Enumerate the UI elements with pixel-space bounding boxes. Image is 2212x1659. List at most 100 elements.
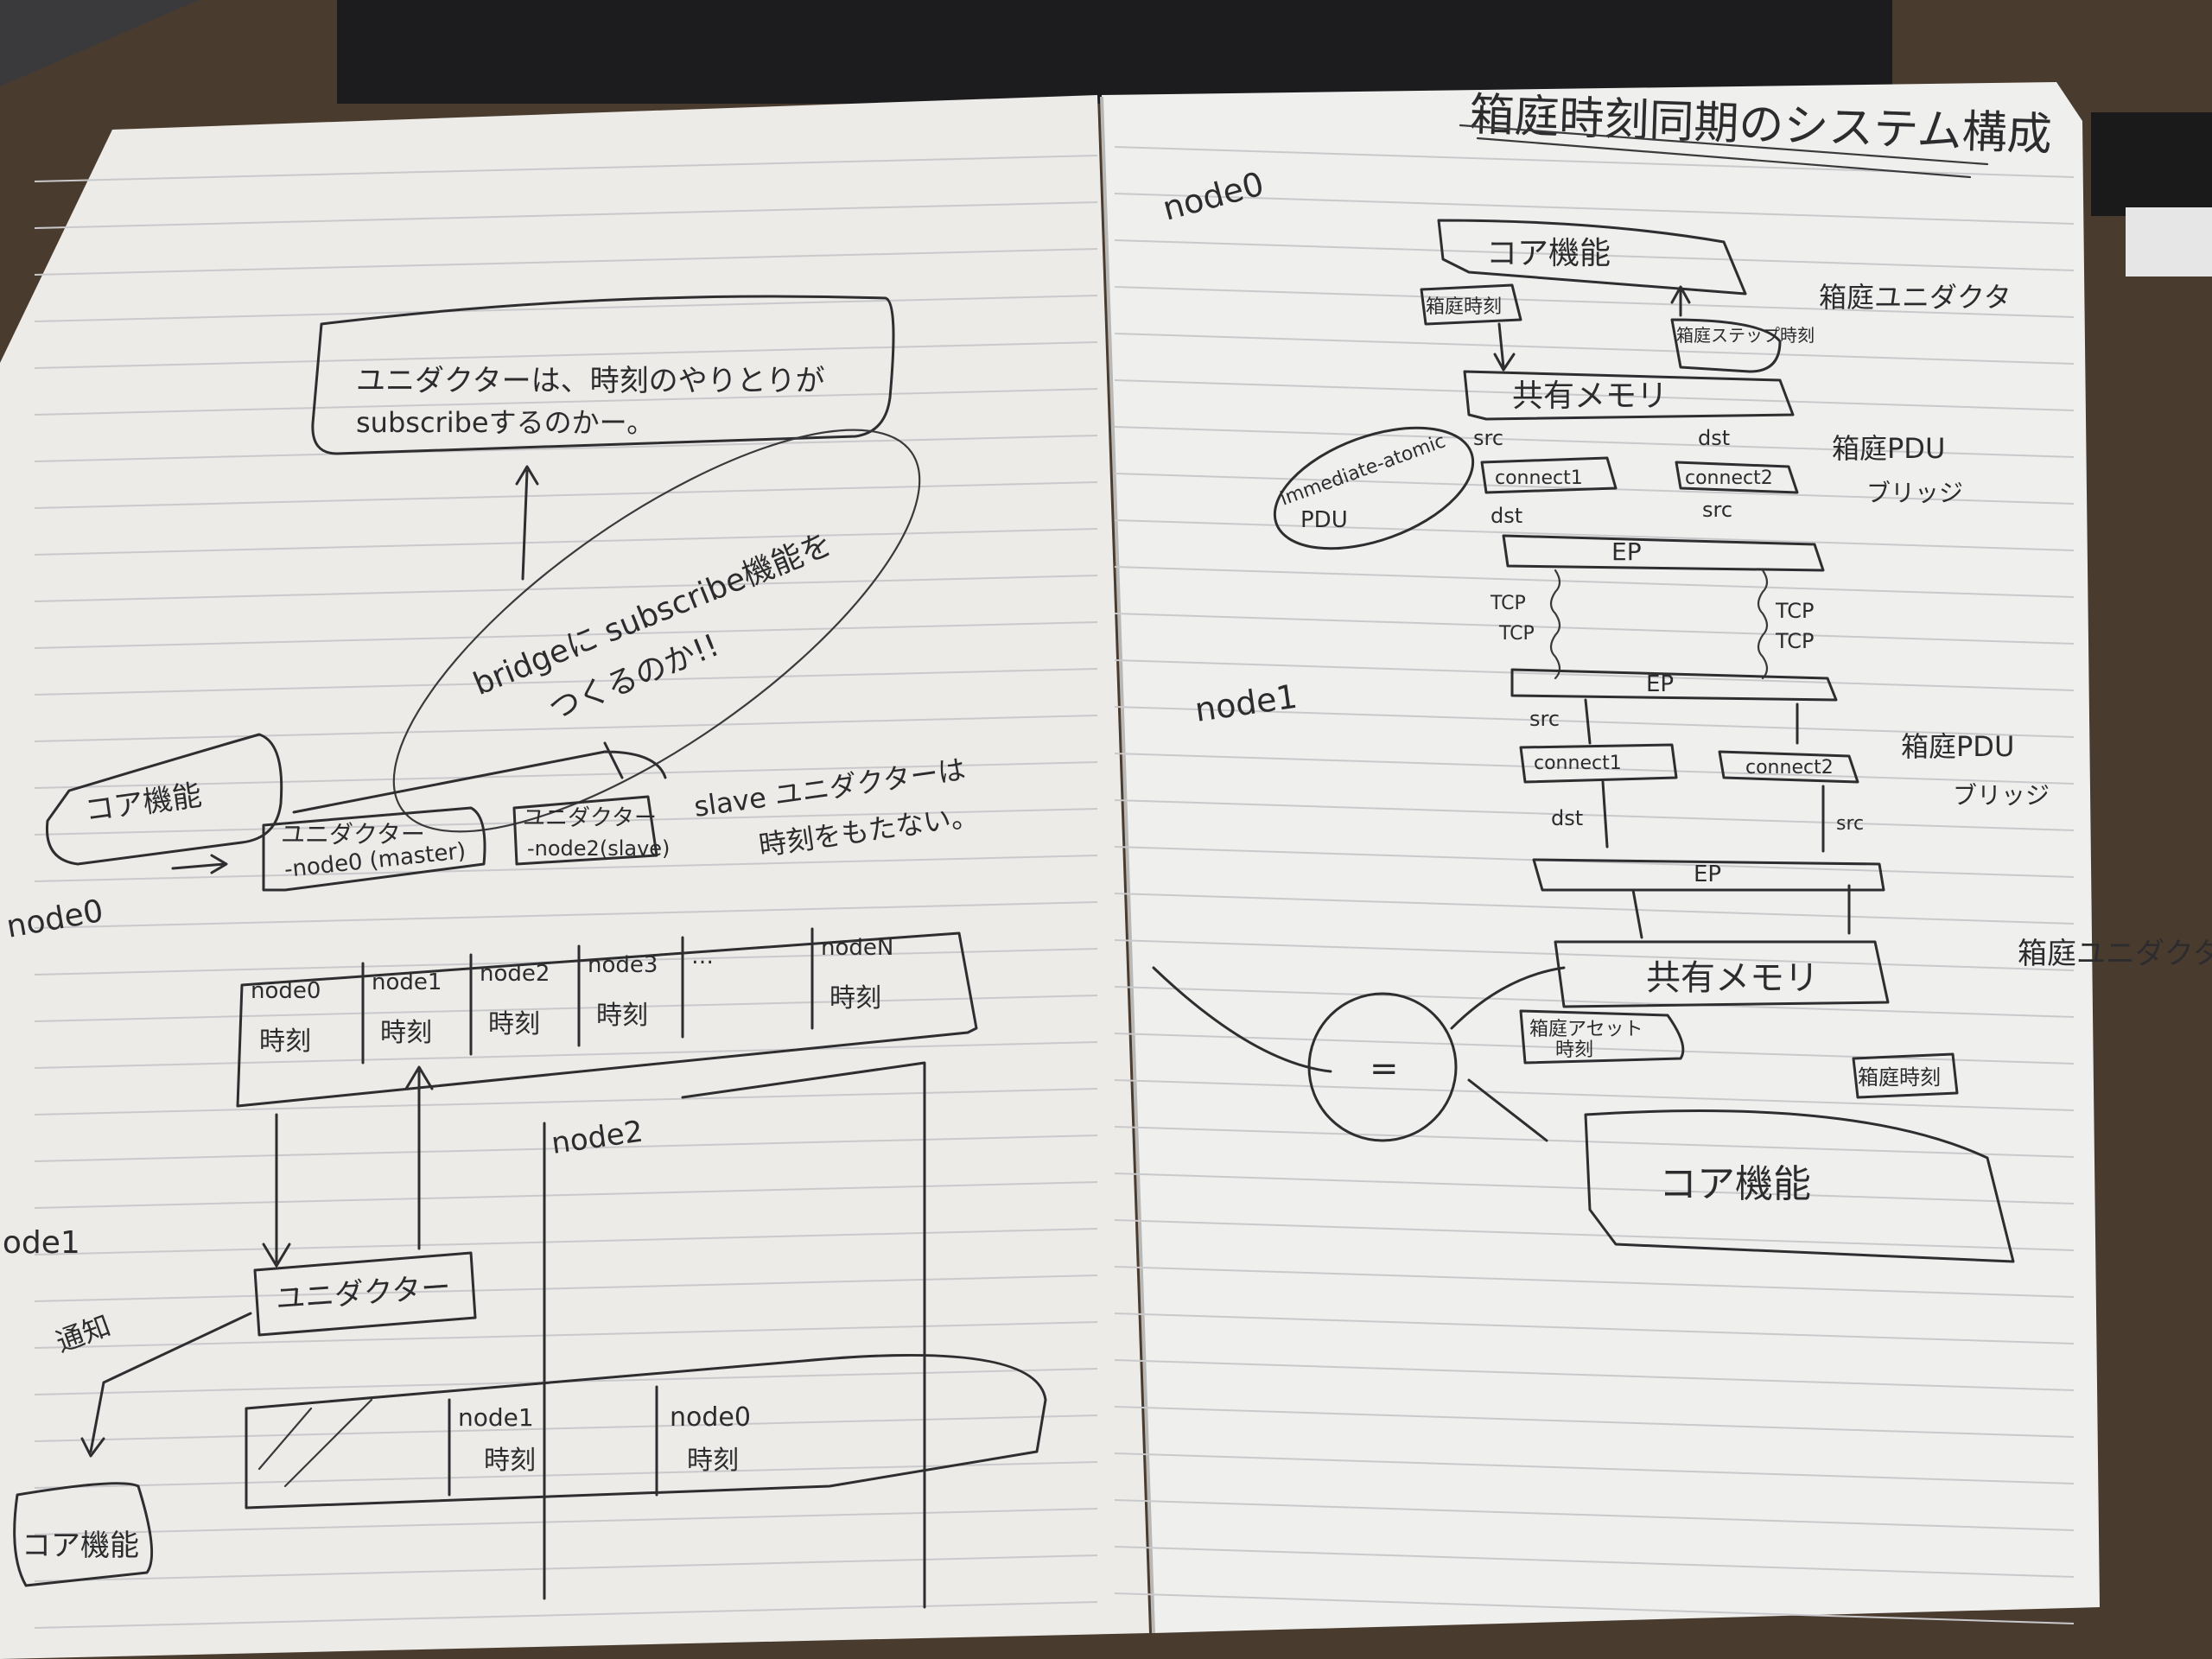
hdmi-connector xyxy=(2091,112,2212,216)
tablet-device xyxy=(337,0,1892,104)
bottom-cell-label: 時刻 xyxy=(687,1446,739,1476)
atomic-pdu-label-2: PDU xyxy=(1300,507,1348,533)
bridge-label-1: 箱庭PDU xyxy=(1832,432,1945,465)
connect1-label: connect1 xyxy=(1495,467,1583,489)
core-box xyxy=(1437,219,1747,296)
step-time-label: 箱庭ステップ時刻 xyxy=(1676,325,1815,346)
table-cell-label: 時刻 xyxy=(380,1018,432,1048)
note-line-1: ユニダクターは、時刻のやりとりが xyxy=(356,364,825,398)
src2-label: src xyxy=(1702,498,1732,522)
annotation-lines xyxy=(1152,966,1566,1142)
slave-box xyxy=(512,795,658,866)
circle-mark: = xyxy=(1370,1049,1399,1089)
core-box xyxy=(1584,1109,2015,1263)
table-cell-label: 時刻 xyxy=(259,1027,311,1057)
arrows xyxy=(1601,780,1851,939)
bubble xyxy=(392,429,921,833)
hako-time-label: 箱庭時刻 xyxy=(1426,296,1502,318)
table-cell-node: node2 xyxy=(480,961,550,987)
ep-label: EP xyxy=(1646,671,1674,697)
unidactor-label: 箱庭ユニダクタ xyxy=(2018,937,2212,971)
ep-box-node1-bottom xyxy=(1532,858,1885,892)
note-line-2: subscribeするのかー。 xyxy=(356,406,654,439)
bottom-table xyxy=(245,1353,1047,1510)
hatching xyxy=(257,1398,373,1488)
master-line-1: ユニダクター xyxy=(281,820,425,849)
tcp-label: TCP xyxy=(1775,629,1814,653)
hako-time-tag xyxy=(1420,283,1522,326)
connect2-label: connect2 xyxy=(1685,467,1773,489)
binding-gutter xyxy=(1100,96,1155,1634)
core-label: コア機能 xyxy=(1659,1162,1811,1206)
ep-label: EP xyxy=(1611,537,1642,566)
connect1-label: connect1 xyxy=(1534,753,1622,774)
tcp-links xyxy=(1549,569,1769,680)
bottom-cell-label: 時刻 xyxy=(484,1446,536,1476)
slave-line-1: ユニダクター xyxy=(523,805,657,831)
bottom-cell-node: node0 xyxy=(670,1402,751,1433)
table-cell-label: 時刻 xyxy=(488,1009,540,1039)
ep-box-node0 xyxy=(1502,534,1825,572)
connect2-box xyxy=(1675,461,1799,494)
table-cell-node: nodeN xyxy=(821,935,893,961)
core-box-bottom-label: コア機能 xyxy=(22,1529,139,1563)
shm-box xyxy=(1554,940,1890,1008)
table-cell-node: node3 xyxy=(588,952,658,978)
asset-time-tag xyxy=(1519,1009,1685,1065)
hako-time-tag xyxy=(1852,1052,1959,1099)
table-cell-label: 時刻 xyxy=(830,983,881,1014)
bridge-label-1: 箱庭PDU xyxy=(1901,730,2014,763)
core-label: コア機能 xyxy=(1486,236,1611,271)
table-cell-node: node1 xyxy=(372,969,442,995)
src2-label: src xyxy=(1836,813,1864,835)
right-page xyxy=(1102,82,2100,1633)
cable xyxy=(2126,207,2212,276)
shm-label: 共有メモリ xyxy=(1646,958,1819,998)
step-time-tag xyxy=(1670,285,1782,373)
core-box-bottom xyxy=(13,1482,154,1587)
sticker xyxy=(0,0,199,86)
node0-arrow xyxy=(171,854,228,874)
src-label: src xyxy=(1529,707,1560,731)
table-cell-label: 時刻 xyxy=(596,1001,648,1031)
master-box xyxy=(262,806,486,892)
slave-line-2: -node2(slave) xyxy=(527,836,670,861)
connect1-box xyxy=(1519,743,1678,784)
arrow-down xyxy=(1493,322,1516,372)
left-page xyxy=(0,95,1149,1659)
tcp-label: TCP xyxy=(1498,623,1535,645)
hako-time-label: 箱庭時刻 xyxy=(1858,1065,1941,1090)
bridge-label-2: ブリッジ xyxy=(1953,781,2050,810)
tcp-label: TCP xyxy=(1490,593,1526,614)
asset-time-label-2: 時刻 xyxy=(1555,1039,1593,1061)
shm-label: 共有メモリ xyxy=(1512,378,1668,414)
time-table xyxy=(236,931,978,1108)
ep-box-node1-top xyxy=(1510,668,1838,702)
shm-box xyxy=(1463,370,1795,421)
asset-time-label-1: 箱庭アセット xyxy=(1529,1019,1643,1040)
bridge-label-2: ブリッジ xyxy=(1866,479,1963,507)
tcp-label: TCP xyxy=(1775,599,1814,623)
note-box xyxy=(311,295,895,455)
src-label: src xyxy=(1473,426,1503,450)
connect2-box xyxy=(1718,750,1859,784)
title-underline xyxy=(1459,124,1989,179)
ruled-lines xyxy=(34,146,2075,1629)
node1-label: node1 xyxy=(0,1225,80,1261)
unidactor-box xyxy=(253,1251,477,1337)
ep-label: EP xyxy=(1694,861,1721,887)
core-box xyxy=(45,733,283,866)
dst2-label: dst xyxy=(1491,504,1522,528)
arrows xyxy=(1584,698,1799,745)
dst-label: dst xyxy=(1551,806,1583,830)
notify-arrow xyxy=(80,1312,252,1458)
atomic-pdu-ellipse xyxy=(1273,426,1475,550)
dst-label: dst xyxy=(1698,426,1730,450)
bridge-arrows xyxy=(292,741,667,814)
table-cell-node: … xyxy=(691,944,714,969)
unidactor-label: 箱庭ユニダクタ xyxy=(1819,281,2012,314)
bottom-cell-node: node1 xyxy=(458,1403,534,1432)
table-cell-node: node0 xyxy=(251,978,321,1004)
connector-lines xyxy=(262,1061,926,1609)
